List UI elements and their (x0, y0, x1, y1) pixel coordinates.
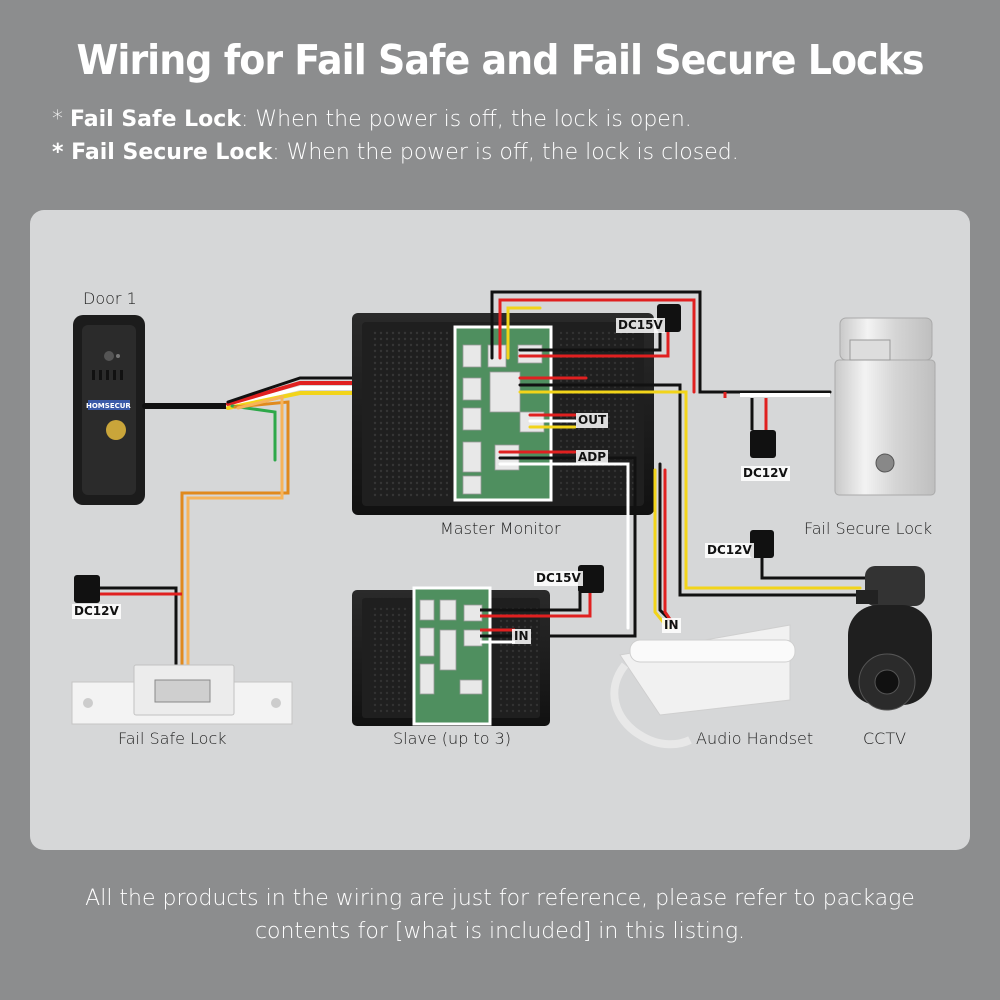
dc15v-adapter-slave (578, 565, 604, 593)
dc12v-adapter-safe (74, 575, 100, 603)
note-term: Fail Safe Lock (70, 107, 241, 132)
note-fail-secure: * Fail Secure Lock: When the power is of… (52, 140, 739, 165)
door-label: Door 1 (83, 289, 137, 308)
slave-monitor (352, 586, 550, 726)
door-brand: HOMSECUR (86, 402, 131, 410)
dc12v-cctv-tag: DC12V (705, 543, 754, 558)
cctv-camera (848, 566, 932, 711)
dc15v-slave-tag: DC15V (534, 571, 583, 586)
page-title: Wiring for Fail Safe and Fail Secure Loc… (76, 36, 925, 84)
master-monitor (352, 313, 654, 515)
out-tag: OUT (576, 413, 609, 428)
adp-tag: ADP (576, 450, 609, 465)
fail-safe-wires (100, 586, 182, 665)
fail-secure-label: Fail Secure Lock (804, 519, 933, 538)
fail-safe-lock (71, 664, 293, 725)
in-handset-tag: IN (662, 618, 681, 633)
dc12v-adapter-secure (750, 430, 776, 458)
cctv-label: CCTV (863, 729, 907, 748)
fail-secure-lock (834, 317, 936, 496)
dc15v-master-tag: DC15V (616, 318, 665, 333)
in-slave-tag: IN (512, 629, 531, 644)
dc12v-secure-tag: DC12V (741, 466, 790, 481)
audio-handset (610, 624, 796, 749)
master-monitor-label: Master Monitor (440, 519, 561, 538)
dc12v-adapter-cctv (750, 530, 865, 580)
door-station (73, 315, 145, 505)
slave-wires (480, 592, 592, 644)
note-term: Fail Secure Lock (71, 140, 273, 165)
footer-disclaimer: All the products in the wiring are just … (85, 886, 915, 944)
slave-label: Slave (up to 3) (393, 729, 511, 748)
fail-safe-label: Fail Safe Lock (118, 729, 227, 748)
note-fail-safe: * Fail Safe Lock: When the power is off,… (52, 107, 692, 132)
handset-label: Audio Handset (696, 729, 814, 748)
fail-secure-wires (700, 390, 830, 430)
dc12v-safe-tag: DC12V (72, 604, 121, 619)
